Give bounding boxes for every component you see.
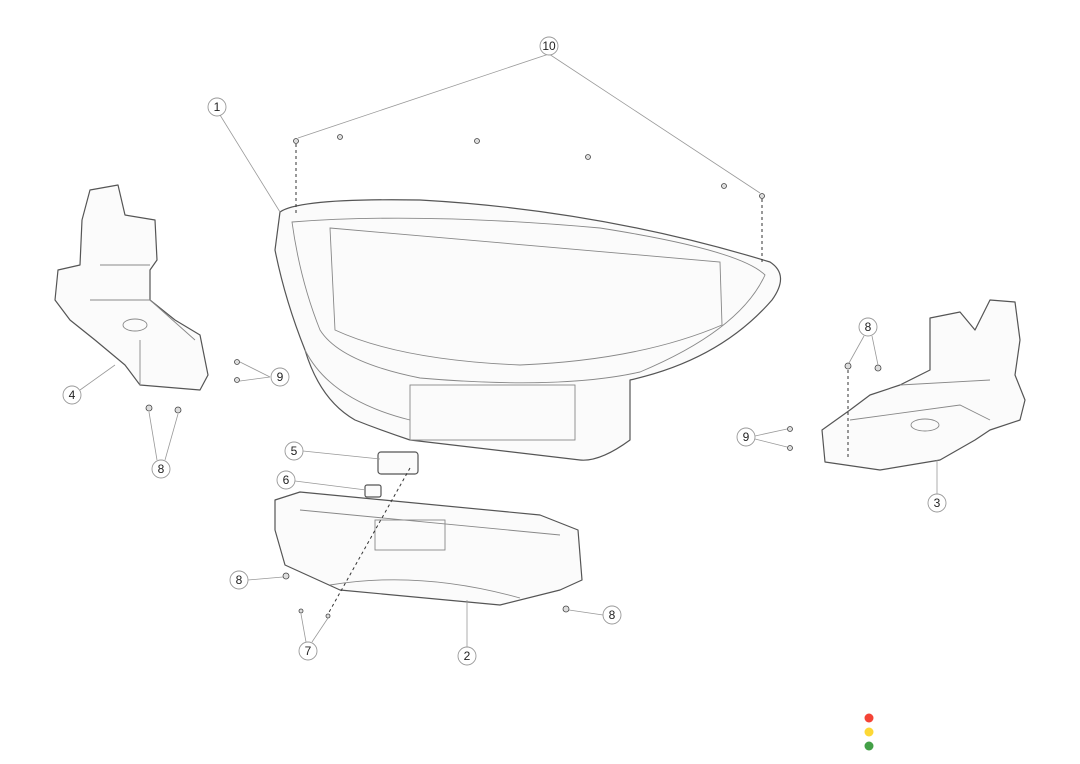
callout-8-beam-left[interactable]: 8 [229, 570, 249, 590]
svg-text:7: 7 [305, 644, 312, 658]
callout-9-left[interactable]: 9 [270, 367, 290, 387]
callout-6[interactable]: 6 [276, 470, 296, 490]
svg-text:6: 6 [283, 473, 290, 487]
callout-8-right[interactable]: 8 [858, 317, 878, 337]
part-6-clip [364, 484, 382, 498]
svg-text:8: 8 [158, 462, 165, 476]
svg-text:9: 9 [743, 430, 750, 444]
callout-8-left[interactable]: 8 [151, 459, 171, 479]
svg-text:9: 9 [277, 370, 284, 384]
green-dot [864, 741, 874, 751]
red-dot [864, 713, 874, 723]
svg-text:2: 2 [464, 649, 471, 663]
svg-text:1: 1 [214, 100, 221, 114]
yellow-dot [864, 727, 874, 737]
part-3-right-bracket [821, 299, 1026, 471]
callout-9-right[interactable]: 9 [736, 427, 756, 447]
fasteners [145, 134, 882, 619]
svg-text:3: 3 [934, 496, 941, 510]
callout-8-beam-right[interactable]: 8 [602, 605, 622, 625]
callout-2[interactable]: 2 [457, 646, 477, 666]
status-dots [864, 713, 874, 751]
part-2-lower-beam [274, 491, 583, 606]
part-4-left-bracket [54, 184, 209, 391]
svg-text:10: 10 [542, 39, 556, 53]
callout-7[interactable]: 7 [298, 641, 318, 661]
svg-text:8: 8 [865, 320, 872, 334]
install-lines [295, 144, 849, 615]
callout-10[interactable]: 10 [539, 36, 559, 56]
callout-3[interactable]: 3 [927, 493, 947, 513]
svg-text:8: 8 [609, 608, 616, 622]
leader-lines [79, 53, 938, 647]
callout-5[interactable]: 5 [284, 441, 304, 461]
part-1-frame [274, 199, 782, 461]
svg-text:4: 4 [69, 388, 76, 402]
part-5-bracket [377, 451, 419, 475]
callout-4[interactable]: 4 [62, 385, 82, 405]
callout-1[interactable]: 1 [207, 97, 227, 117]
svg-text:8: 8 [236, 573, 243, 587]
svg-text:5: 5 [291, 444, 298, 458]
